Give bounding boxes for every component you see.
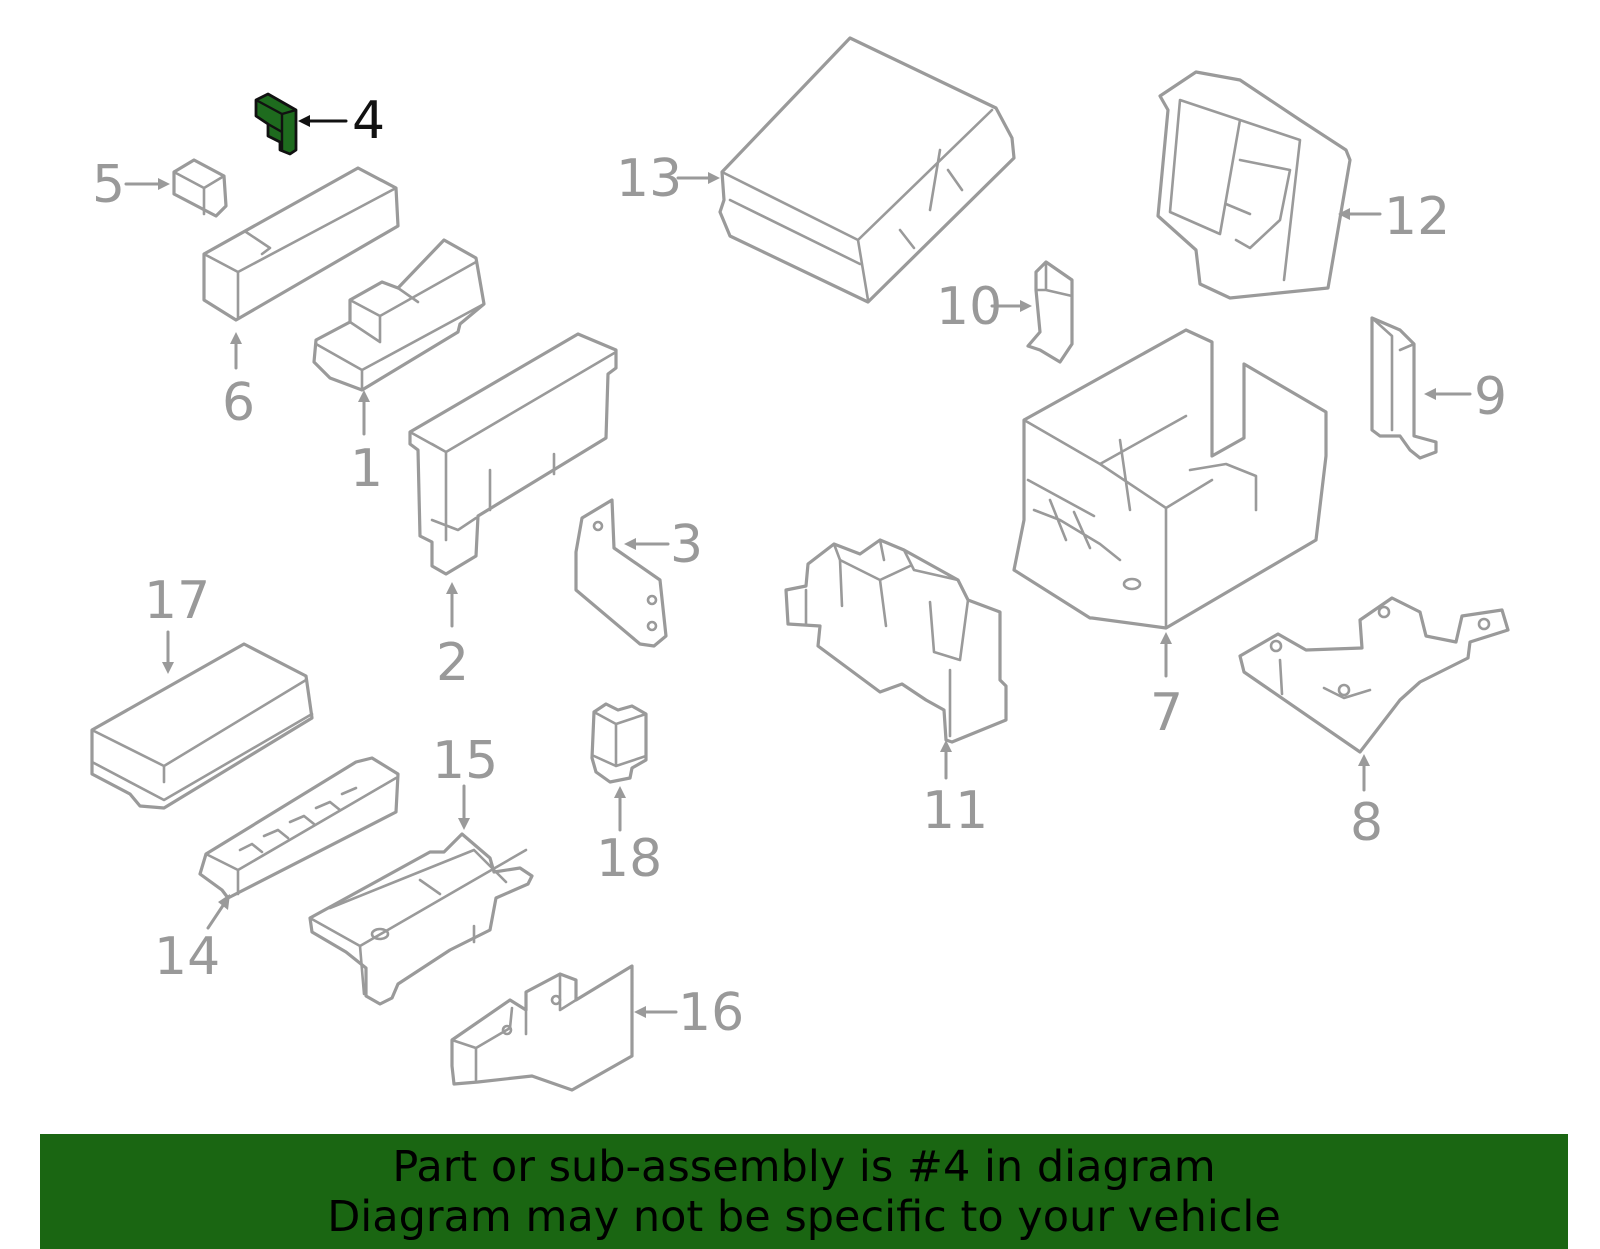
part-6: 6 [202,166,400,433]
part-13: 13 [616,36,1016,304]
callout-12: 12 [1384,187,1450,247]
callout-4: 4 [352,91,385,151]
part-5: 5 [92,155,228,218]
part-9: 9 [1370,316,1507,460]
part-12: 12 [1156,70,1450,300]
part-1: 1 [312,238,486,499]
callout-2: 2 [436,633,469,693]
callout-9: 9 [1474,367,1507,427]
part-7: 7 [1012,328,1328,743]
callout-3: 3 [670,515,703,575]
part-11: 11 [784,538,1008,841]
part-10: 10 [936,260,1074,364]
part-8: 8 [1238,596,1510,853]
callout-13: 13 [616,149,682,209]
part-3: 3 [574,498,703,648]
callout-17: 17 [144,571,210,631]
callout-6: 6 [222,373,255,433]
callout-10: 10 [936,277,1002,337]
callout-18: 18 [596,829,662,889]
part-15: 15 [308,731,534,1006]
part-2: 2 [408,332,618,693]
part-14: 14 [154,756,400,987]
part-16: 16 [450,964,744,1092]
callout-14: 14 [154,927,220,987]
info-banner: Part or sub-assembly is #4 in diagram Di… [40,1134,1568,1249]
banner-line-1: Part or sub-assembly is #4 in diagram [392,1142,1216,1192]
callout-16: 16 [678,983,744,1043]
part-18: 18 [590,702,662,889]
parts-diagram: 4 5 6 1 2 3 [90,36,1510,1092]
part-4-highlighted[interactable]: 4 [254,91,385,156]
part-17: 17 [90,571,314,810]
callout-1: 1 [350,439,383,499]
callout-7: 7 [1150,683,1183,743]
callout-15: 15 [432,731,498,791]
callout-8: 8 [1350,793,1383,853]
banner-line-2: Diagram may not be specific to your vehi… [327,1192,1281,1242]
callout-5: 5 [92,155,125,215]
callout-11: 11 [922,781,988,841]
